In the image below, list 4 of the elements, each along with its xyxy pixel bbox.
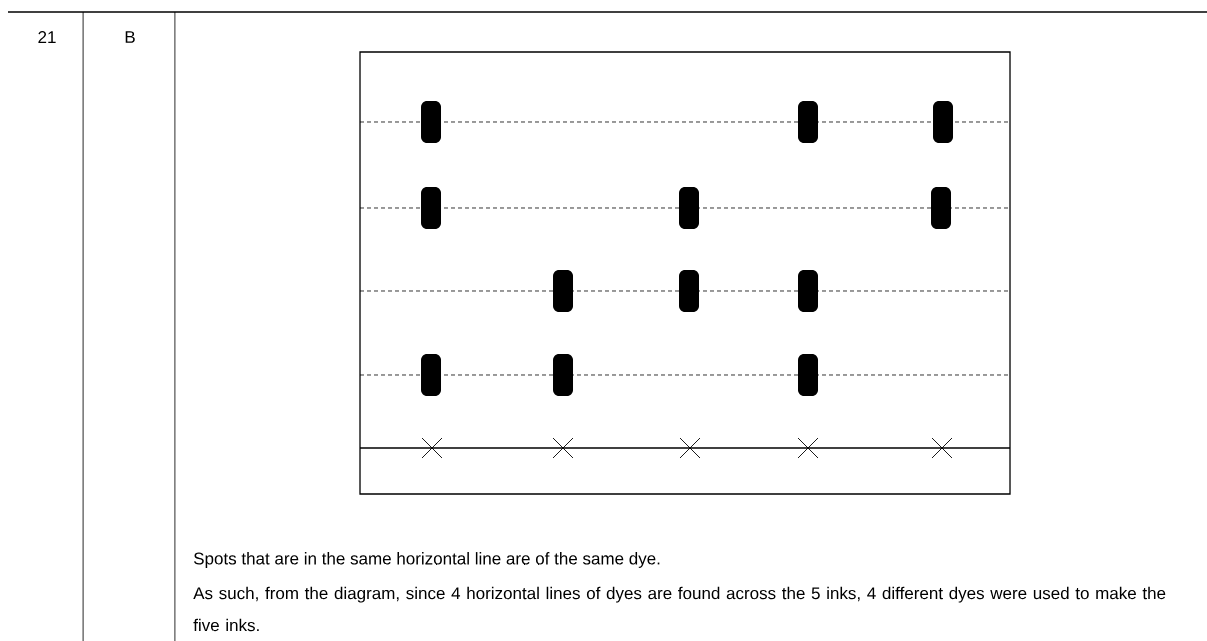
question-number: 21 xyxy=(38,31,56,43)
explanation-text: Spots that are in the same horizontal line are of the same dye. xyxy=(193,552,660,568)
explanation-text: As such, from the diagram, since 4 horizontal lines of dyes are found across the 5 inks, 4 different dyes were used to make the five inks. xyxy=(193,586,1166,632)
answer-letter: B xyxy=(125,31,135,43)
